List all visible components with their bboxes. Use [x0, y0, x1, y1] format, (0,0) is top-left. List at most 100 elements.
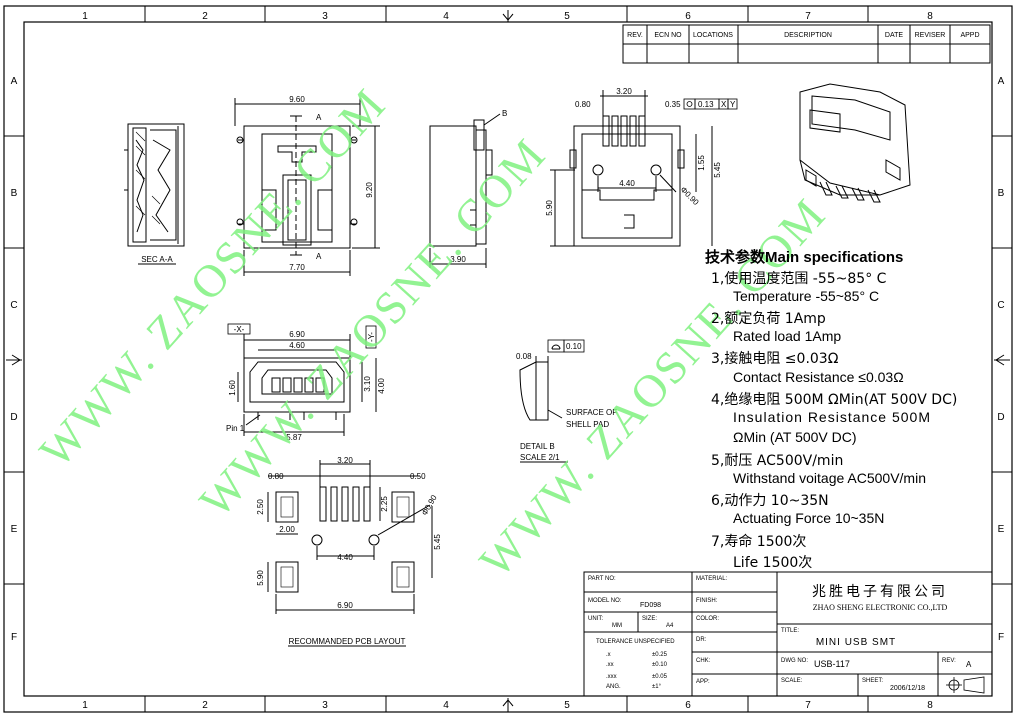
section-a-view: SEC A-A	[124, 123, 185, 265]
centre-markers	[6, 10, 1010, 712]
spec-line: Withstand voitage AC500V/min	[733, 470, 926, 486]
spec-title-cn: 技术参数	[705, 248, 766, 266]
rev-header: REV.	[627, 32, 643, 39]
spec-line: Life 1500次	[733, 555, 813, 571]
rev-header: ECN NO	[654, 32, 682, 39]
col-label: 6	[685, 700, 691, 711]
watermark-group: WWW. ZAOSNE. COM WWW. ZAOSNE. COM WWW. Z…	[30, 78, 836, 586]
row-label: E	[11, 524, 18, 535]
col-label: 5	[564, 700, 570, 711]
spec-line: Temperature -55~85° C	[733, 288, 880, 304]
dim-label: 0.08	[516, 352, 532, 361]
dim-label: 2.50	[256, 499, 265, 515]
dim-label: 3.20	[616, 87, 632, 96]
company-name-en: ZHAO SHENG ELECTRONIC CO.,LTD	[813, 603, 948, 612]
sheet-value: 2006/12/18	[890, 685, 925, 692]
sheet-label: SHEET:	[862, 678, 883, 684]
spec-line: 7,寿命 1500次	[711, 534, 807, 550]
datum-label: -Y-	[367, 332, 376, 342]
isometric-view	[799, 83, 911, 203]
model-no-value: FD098	[640, 602, 661, 609]
dim-label: 0.80	[575, 100, 591, 109]
tolerance-key: ANG.	[606, 684, 621, 690]
col-label: 1	[82, 11, 88, 22]
dim-label: 2.00	[279, 525, 295, 534]
col-label: 4	[443, 11, 449, 22]
front-view: 9.60 7.70 9.20 A A	[234, 95, 380, 276]
col-label: 7	[805, 700, 811, 711]
detail-caption: SCALE 2/1	[520, 453, 560, 462]
dim-label: 6.90	[289, 330, 305, 339]
col-label: 6	[685, 11, 691, 22]
rev-header: REVISER	[915, 32, 946, 39]
tolerance-datum: Y	[730, 100, 736, 109]
plug-view: -X- -Y- 6.90 4.60 1.60 3.10 4.00 5.87 Pi…	[226, 323, 386, 442]
rev-header: DESCRIPTION	[784, 32, 832, 39]
row-label: C	[10, 300, 17, 311]
dim-label: Φ0.90	[679, 185, 701, 207]
rev-header: DATE	[885, 32, 903, 39]
row-label: D	[997, 412, 1004, 423]
row-label: E	[998, 524, 1005, 535]
zone-labels: 1 2 3 4 5 6 7 8 1 2 3 4 5 6 7 8 A B C D …	[10, 11, 1004, 711]
dim-label: 7.70	[289, 263, 305, 272]
dim-label: 0.50	[410, 472, 426, 481]
tolerance-label: TOLERANCE UNSPECIFIED	[596, 639, 675, 645]
datum-label: -X-	[234, 325, 245, 334]
tolerance-value: 0.10	[566, 342, 582, 351]
col-label: 8	[927, 11, 933, 22]
row-label: B	[11, 188, 18, 199]
pcb-caption: RECOMMANDED PCB LAYOUT	[289, 637, 406, 646]
dim-label: 4.40	[337, 553, 353, 562]
col-label: 3	[322, 700, 328, 711]
chk-label: CHK:	[696, 658, 711, 664]
section-mark: A	[316, 252, 322, 261]
spec-line: Actuating Force 10~35N	[733, 510, 885, 526]
col-label: 2	[202, 700, 208, 711]
tolerance-value: ±0.25	[652, 652, 668, 658]
size-label: SIZE:	[642, 616, 657, 622]
rev-label: REV:	[942, 658, 956, 664]
watermark-text: WWW. ZAOSNE. COM	[30, 78, 396, 476]
dr-label: DR:	[696, 637, 707, 643]
dim-label: 5.87	[286, 433, 302, 442]
dim-label: Φ0.90	[420, 493, 439, 517]
revision-table: REV. ECN NO LOCATIONS DESCRIPTION DATE R…	[622, 24, 991, 64]
dim-label: 5.90	[545, 200, 554, 216]
rev-value: A	[966, 660, 972, 669]
dim-label: 0.80	[268, 472, 284, 481]
dim-label: 6.90	[337, 601, 353, 610]
title-block	[583, 571, 993, 697]
top-view: 3.20 0.80 0.35 0.13 X Y 4.40 Φ0.90 1.55 …	[545, 87, 738, 247]
tolerance-key: .xxx	[606, 674, 617, 680]
detail-b-view: 0.08 0.10 SURFACE OF SHELL PAD DETAIL B …	[516, 339, 617, 463]
dim-label: 1.60	[228, 380, 237, 396]
row-label: D	[10, 412, 17, 423]
side-view: 3.90 B	[429, 109, 507, 268]
rev-header: APPD	[960, 32, 979, 39]
finish-label: FINISH:	[696, 598, 718, 604]
tolerance-key: .x	[606, 652, 611, 658]
detail-note: SHELL PAD	[566, 420, 609, 429]
rev-header: LOCATIONS	[693, 32, 733, 39]
tolerance-value: ±0.10	[652, 662, 668, 668]
dim-label: 4.60	[289, 341, 305, 350]
tolerance-datum: X	[721, 100, 727, 109]
unit-value: MM	[612, 623, 622, 629]
spec-line: 6,动作力 10~35N	[711, 493, 829, 509]
spec-title-en: Main specifications	[765, 249, 904, 266]
spec-line: Contact Resistance ≤0.03Ω	[733, 369, 904, 385]
app-label: APP:	[696, 679, 710, 685]
title-label: TITLE:	[781, 628, 799, 634]
row-label: F	[998, 632, 1004, 643]
detail-caption: DETAIL B	[520, 442, 555, 451]
zone-ticks	[4, 6, 1012, 712]
col-label: 7	[805, 11, 811, 22]
col-label: 3	[322, 11, 328, 22]
model-no-label: MODEL NO:	[588, 598, 622, 604]
col-label: 8	[927, 700, 933, 711]
tolerance-value: 0.13	[698, 100, 714, 109]
pcb-layout-view: 3.20 0.80 0.50 2.50 2.00 2.25 Φ0.90 4.40…	[256, 456, 442, 647]
section-caption: SEC A-A	[141, 255, 173, 264]
